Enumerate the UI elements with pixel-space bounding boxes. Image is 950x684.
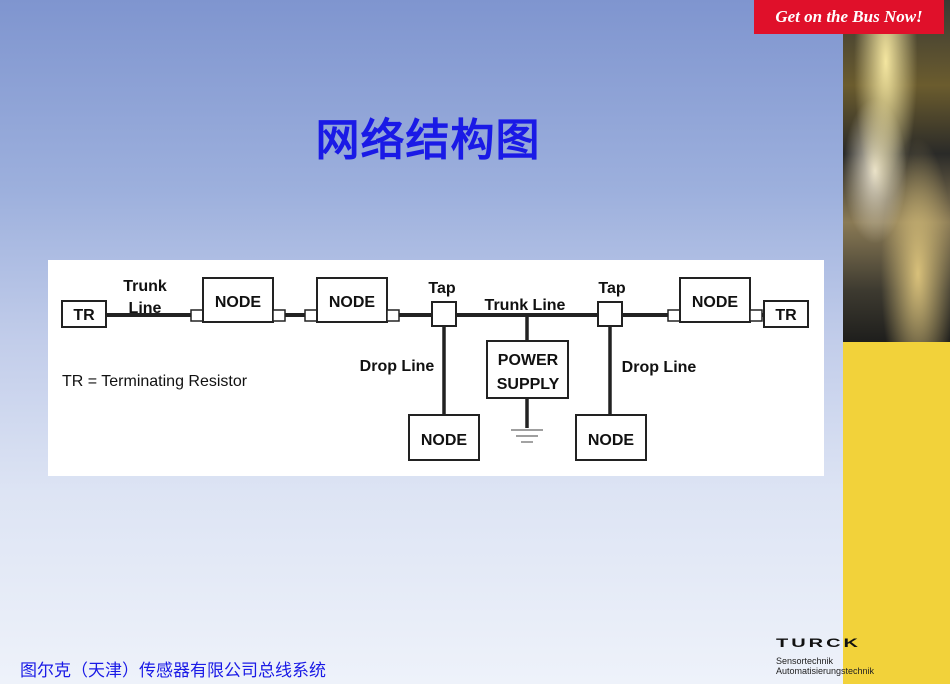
node-1-label: NODE [215,294,262,311]
tap-1-label: Tap [428,280,455,297]
turck-logo: TURCK Sensortechnik Automatisierungstech… [776,636,946,676]
tap-2-label: Tap [598,280,625,297]
footer-company-name: 图尔克（天津）传感器有限公司总线系统 [20,661,326,681]
logo-subline-2: Automatisierungstechnik [776,666,875,676]
ground-icon [511,429,543,443]
trunk-line-label-left-2: Line [129,300,162,317]
logo-wordmark: TURCK [776,636,861,650]
node-drop-left-label: NODE [421,432,468,449]
power-supply: POWER SUPPLY [486,340,569,399]
terminating-resistor-left: TR [61,300,107,328]
tap-1: Tap [428,280,457,327]
network-diagram: TR Trunk Line NODE NODE Tap Trunk Line [48,260,824,476]
sidebar-yellow-band [843,342,950,684]
node-drop-right-label: NODE [588,432,635,449]
node-1: NODE [190,277,286,323]
legend-text: TR = Terminating Resistor [62,373,248,390]
network-diagram-svg: TR Trunk Line NODE NODE Tap Trunk Line [61,277,809,461]
trunk-line-label-mid: Trunk Line [485,297,566,314]
slogan-banner: Get on the Bus Now! [754,0,944,34]
trunk-line-label-left-1: Trunk [123,278,167,295]
drop-line-label-right: Drop Line [622,359,697,376]
sidebar-photo-collage [843,0,950,342]
logo-subline-1: Sensortechnik [776,656,834,666]
power-supply-label-2: SUPPLY [497,376,560,393]
tr-left-label: TR [73,307,95,324]
node-2: NODE [304,277,400,323]
node-drop-right: NODE [575,414,647,461]
node-drop-left: NODE [408,414,480,461]
page-title: 网络结构图 [315,115,541,166]
node-2-label: NODE [329,294,376,311]
tr-right-label: TR [775,307,797,324]
node-3-label: NODE [692,294,739,311]
drop-line-label-left: Drop Line [360,358,435,375]
drop-line-wires [442,315,612,428]
terminating-resistor-right: TR [763,300,809,328]
power-supply-label-1: POWER [498,352,559,369]
node-3: NODE [667,277,763,323]
tap-2: Tap [597,280,626,327]
